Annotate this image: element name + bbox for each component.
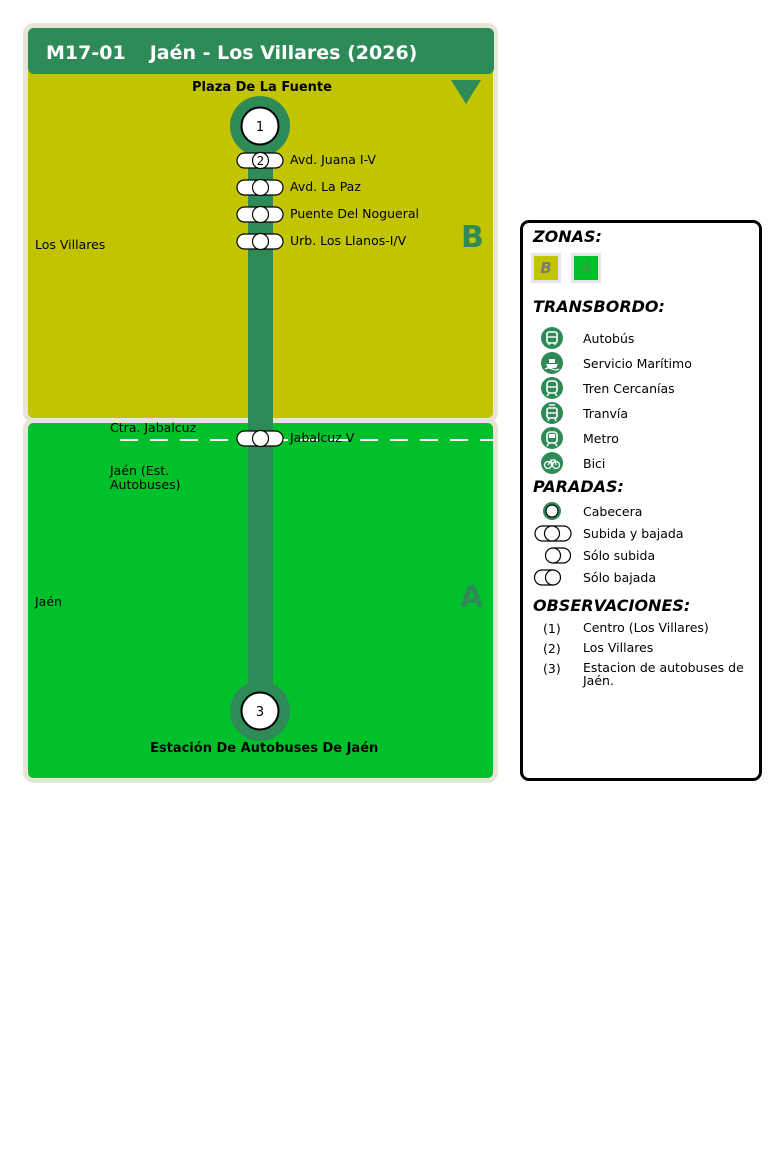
stop-marker[interactable]: 2	[236, 151, 284, 170]
subida-bajada-icon	[534, 525, 572, 542]
stop-name: Jabalcuz V	[290, 430, 355, 445]
route-code: M17-01	[46, 42, 126, 64]
observacion-num: (1)	[543, 621, 561, 636]
municipality-label: Jaén	[35, 594, 62, 609]
observacion-num: (2)	[543, 641, 561, 656]
ferry-icon	[541, 352, 563, 374]
metro-icon	[541, 427, 563, 449]
solo-bajada-icon	[533, 569, 562, 586]
observacion-text: Centro (Los Villares)	[583, 620, 709, 635]
transbordo-label: Servicio Marítimo	[583, 356, 692, 371]
zone-letter: A	[460, 580, 484, 615]
stop-name: Avd. Juana I-V	[290, 152, 376, 167]
transbordo-label: Bici	[583, 456, 606, 471]
zone-swatch-b: B	[531, 253, 561, 283]
stop-name: Puente Del Nogueral	[290, 206, 419, 221]
route-header: M17-01 Jaén - Los Villares (2026)	[28, 28, 494, 74]
transbordo-label: Autobús	[583, 331, 635, 346]
parada-label: Sólo subida	[583, 548, 656, 563]
boundary-label: Jaén (Est. Autobuses)	[110, 463, 181, 492]
observacion-text: Los Villares	[583, 640, 654, 655]
direction-triangle-icon	[451, 80, 481, 104]
train-icon	[541, 377, 563, 399]
stop-marker[interactable]	[236, 232, 284, 251]
observacion-num: (3)	[543, 661, 561, 676]
terminal-start-note: 1	[256, 120, 264, 135]
boundary-label: Ctra. Jabalcuz	[110, 420, 197, 435]
terminal-end-note: 3	[256, 705, 264, 720]
transbordo-label: Metro	[583, 431, 619, 446]
zone-letter: B	[461, 220, 484, 255]
stop-marker[interactable]	[236, 178, 284, 197]
stop-name: Avd. La Paz	[290, 179, 361, 194]
parada-label: Subida y bajada	[583, 526, 684, 541]
legend-panel: ZONAS: B A TRANSBORDO: Autobús Servicio …	[520, 220, 762, 781]
tram-icon	[541, 402, 563, 424]
stop-marker[interactable]	[236, 205, 284, 224]
bike-icon	[541, 452, 563, 474]
paradas-symbols	[533, 502, 572, 586]
cabecera-icon	[543, 502, 561, 520]
terminal-start-name: Plaza De La Fuente	[192, 80, 332, 95]
terminal-stop-end[interactable]: 3	[230, 681, 290, 741]
legend-paradas-title: PARADAS:	[533, 477, 624, 496]
stop-marker[interactable]	[236, 429, 284, 448]
observacion-text: Estacion de autobuses de Jaén.	[583, 660, 744, 688]
route-title: Jaén - Los Villares (2026)	[149, 42, 418, 64]
legend-zonas-title: ZONAS:	[533, 227, 602, 246]
transbordo-label: Tren Cercanías	[583, 381, 675, 396]
municipality-label: Los Villares	[35, 237, 106, 252]
legend-transbordo-title: TRANSBORDO:	[533, 297, 665, 316]
parada-label: Sólo bajada	[583, 570, 656, 585]
transbordo-label: Tranvía	[583, 406, 629, 421]
terminal-stop-start[interactable]: 1	[230, 96, 290, 156]
solo-subida-icon	[544, 547, 572, 564]
parada-label: Cabecera	[583, 504, 643, 519]
terminal-end-name: Estación De Autobuses De Jaén	[150, 741, 379, 756]
stop-name: Urb. Los Llanos-I/V	[290, 233, 407, 248]
stop-note: 2	[257, 154, 265, 168]
legend-observaciones-title: OBSERVACIONES:	[533, 596, 691, 615]
bus-icon	[541, 327, 563, 349]
zone-swatch-a: A	[571, 253, 601, 283]
